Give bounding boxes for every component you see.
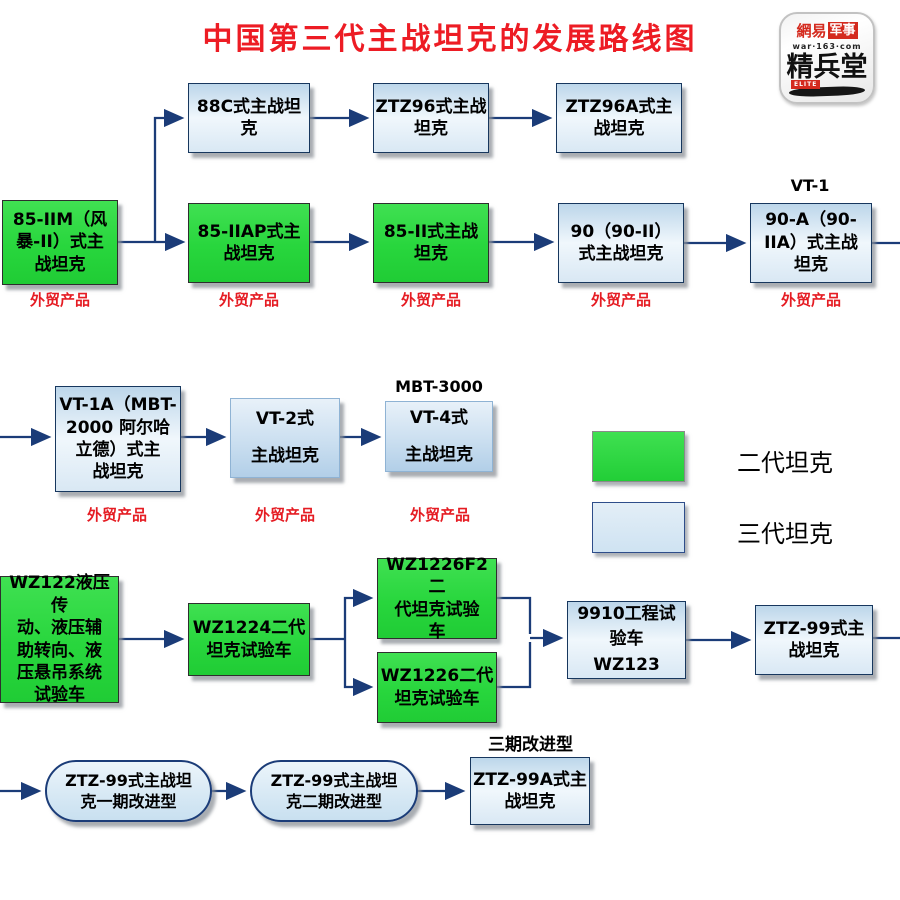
export-label: 外贸产品	[29, 291, 90, 309]
node-90: 90（90-II） 式主战坦克	[558, 203, 684, 283]
node-ztz99: ZTZ-99式主 战坦克	[755, 605, 873, 675]
netease-military-logo: 網易 军事 war·163·com 精兵堂 ELITE	[779, 12, 875, 104]
mbt3000-annotation: MBT-3000	[395, 377, 483, 396]
node-label: WZ1226二代 坦克试验车	[380, 666, 494, 709]
node-label: VT-1A（MBT- 2000 阿尔哈 立德）式主 战坦克	[59, 395, 177, 483]
node-85iim: 85-IIM（风 暴-II）式主 战坦克	[2, 200, 118, 285]
node-label: 85-IIAP式主 战坦克	[197, 221, 301, 264]
vt1-annotation: VT-1	[790, 176, 830, 195]
export-label: 外贸产品	[400, 291, 461, 309]
node-label: 9910工程试 验车 WZ123	[577, 603, 676, 675]
node-ztz99-phase2: ZTZ-99式主战坦 克二期改进型	[250, 760, 418, 822]
legend-swatch-gen2	[592, 431, 685, 482]
node-wz1226f2: WZ1226F2二 代坦克试验 车	[377, 555, 497, 642]
node-vt4: VT-4式 主战坦克	[385, 401, 493, 472]
node-label: ZTZ-99式主战坦 克一期改进型	[65, 770, 192, 811]
node-label: 90（90-II） 式主战坦克	[570, 221, 672, 264]
node-label: 90-A（90- IIA）式主战 坦克	[764, 210, 858, 276]
node-ztz96: ZTZ96式主战 坦克	[373, 83, 489, 153]
node-wz1226: WZ1226二代 坦克试验车	[377, 652, 497, 723]
military-text: 军事	[827, 22, 858, 39]
netease-wordmark: 網易 军事	[781, 20, 873, 41]
node-label: ZTZ-99式主 战坦克	[763, 618, 865, 661]
export-label: 外贸产品	[86, 506, 147, 524]
node-wz122: WZ122液压传 动、液压辅 助转向、液 压悬吊系统 试验车	[0, 573, 119, 705]
node-vt1a: VT-1A（MBT- 2000 阿尔哈 立德）式主 战坦克	[55, 386, 181, 492]
node-wz1224: WZ1224二代 坦克试验车	[188, 603, 310, 676]
phase3-annotation: 三期改进型	[488, 735, 573, 755]
legend-label-gen2: 二代坦克	[737, 449, 833, 477]
node-90a: 90-A（90- IIA）式主战 坦克	[750, 203, 872, 283]
node-label: ZTZ-99式主战坦 克二期改进型	[270, 770, 398, 811]
studio-name-text: 精兵堂	[786, 52, 868, 83]
node-vt2: VT-2式 主战坦克	[230, 398, 340, 478]
node-label: 85-II式主战 坦克	[383, 221, 479, 264]
node-label: VT-4式 主战坦克	[405, 407, 473, 465]
node-ztz99-phase1: ZTZ-99式主战坦 克一期改进型	[45, 760, 212, 822]
node-label: 88C式主战坦 克	[196, 96, 302, 139]
legend-swatch-gen3	[592, 502, 685, 553]
node-label: WZ1224二代 坦克试验车	[192, 618, 306, 661]
export-label: 外贸产品	[254, 506, 315, 524]
node-88c: 88C式主战坦 克	[188, 83, 310, 153]
elite-badge: ELITE	[791, 80, 821, 89]
node-label: WZ1226F2二 代坦克试验 车	[386, 554, 488, 642]
node-9910: 9910工程试 验车 WZ123	[567, 601, 686, 679]
page-title: 中国第三代主战坦克的发展路线图	[202, 22, 698, 57]
node-label: ZTZ96式主战 坦克	[375, 96, 487, 139]
node-label: WZ122液压传 动、液压辅 助转向、液 压悬吊系统 试验车	[9, 573, 110, 706]
export-label: 外贸产品	[590, 291, 651, 309]
node-label: ZTZ96A式主 战坦克	[565, 96, 673, 139]
node-ztz99a: ZTZ-99A式主 战坦克	[470, 757, 590, 825]
node-label: ZTZ-99A式主 战坦克	[473, 769, 587, 812]
export-label: 外贸产品	[409, 506, 470, 524]
node-label: 85-IIM（风 暴-II）式主 战坦克	[12, 209, 108, 275]
legend-label-gen3: 三代坦克	[737, 520, 833, 548]
export-label: 外贸产品	[218, 291, 279, 309]
node-85iiap: 85-IIAP式主 战坦克	[188, 203, 310, 283]
node-ztz96a: ZTZ96A式主 战坦克	[556, 83, 682, 153]
node-85ii: 85-II式主战 坦克	[373, 203, 489, 283]
site-url-text: war·163·com	[792, 42, 862, 51]
netease-text: 網易	[796, 22, 827, 40]
export-label: 外贸产品	[780, 291, 841, 309]
node-label: VT-2式 主战坦克	[251, 409, 319, 466]
